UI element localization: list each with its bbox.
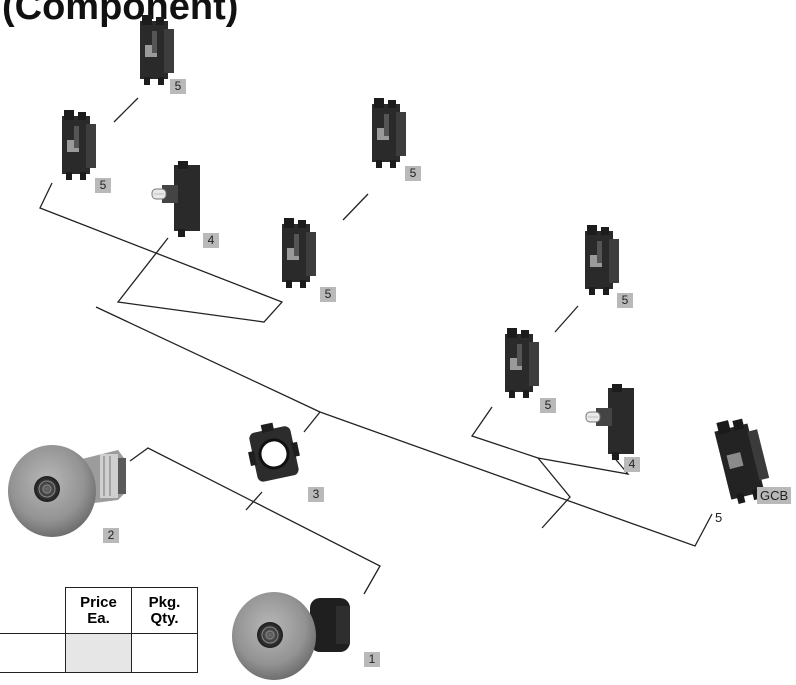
table-cell-qty [131,633,198,673]
price-table: Price Ea. Pkg. Qty. [0,587,198,673]
callout-5-left: 5 [95,178,111,193]
table-row [0,633,198,673]
table-cell-price [65,633,132,673]
callout-5-mid-upper: 5 [405,166,421,181]
callout-4-left: 4 [203,233,219,248]
callout-gcb: GCB [757,487,792,504]
callout-1: 1 [364,652,380,667]
table-header-price: Price Ea. [65,587,132,634]
table-cell-blank [0,633,66,673]
table-header-blank [0,587,66,634]
callout-4-right: 4 [624,457,640,472]
callout-5-right-lower: 5 [540,398,556,413]
price-header-line1: Price [80,593,117,611]
qty-header-line2: Qty. [150,609,179,627]
price-header-line2: Ea. [87,609,110,627]
callout-2: 2 [103,528,119,543]
callout-5-mid-lower: 5 [320,287,336,302]
callout-5-right-upper: 5 [617,293,633,308]
qty-header-line1: Pkg. [148,593,181,611]
callout-3: 3 [308,487,324,502]
page-title: (Component) [2,0,239,28]
leader-lines [39,97,713,595]
table-header-row: Price Ea. Pkg. Qty. [0,587,198,634]
table-header-qty: Pkg. Qty. [131,587,198,634]
callout-5-top: 5 [170,79,186,94]
callout-gcb-number: 5 [715,510,723,525]
